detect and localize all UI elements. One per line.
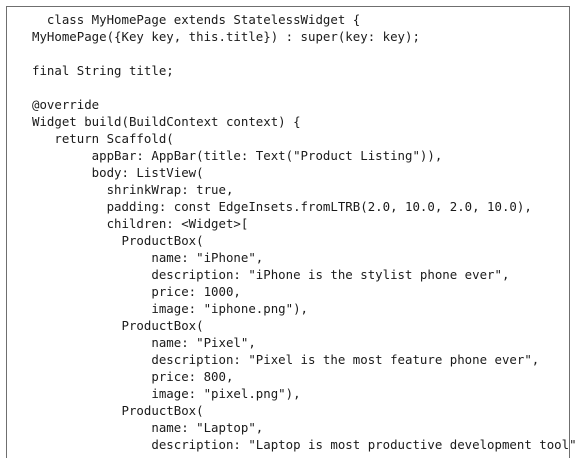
code-line-11: shrinkWrap: true, xyxy=(32,182,234,197)
code-line-23: image: "pixel.png"), xyxy=(32,386,301,401)
code-line-20: name: "Pixel", xyxy=(32,335,256,350)
code-line-16: description: "iPhone is the stylist phon… xyxy=(32,267,510,282)
code-line-9: appBar: AppBar(title: Text("Product List… xyxy=(32,148,443,163)
code-line-6: @override xyxy=(32,97,100,112)
code-line-10: body: ListView( xyxy=(32,165,204,180)
code-line-21: description: "Pixel is the most feature … xyxy=(32,352,540,367)
code-line-3 xyxy=(32,45,579,62)
code-line-25: name: "Laptop", xyxy=(32,420,264,435)
code-line-2: MyHomePage({Key key, this.title}) : supe… xyxy=(32,29,420,44)
code-line-13: children: <Widget>[ xyxy=(32,216,249,231)
code-line-14: ProductBox( xyxy=(32,233,204,248)
code-block: class MyHomePage extends StatelessWidget… xyxy=(32,11,579,453)
code-line-8: return Scaffold( xyxy=(32,131,174,146)
code-line-24: ProductBox( xyxy=(32,403,204,418)
code-line-22: price: 800, xyxy=(32,369,234,384)
code-line-7: Widget build(BuildContext context) { xyxy=(32,114,301,129)
code-frame xyxy=(6,6,570,458)
code-line-15: name: "iPhone", xyxy=(32,250,264,265)
code-line-18: image: "iphone.png"), xyxy=(32,301,309,316)
code-line-17: price: 1000, xyxy=(32,284,241,299)
code-line-5 xyxy=(32,79,579,96)
code-line-19: ProductBox( xyxy=(32,318,204,333)
code-line-26: description: "Laptop is most productive … xyxy=(32,437,579,452)
code-line-4: final String title; xyxy=(32,63,174,78)
code-line-1: class MyHomePage extends StatelessWidget… xyxy=(32,12,361,27)
code-line-12: padding: const EdgeInsets.fromLTRB(2.0, … xyxy=(32,199,532,214)
